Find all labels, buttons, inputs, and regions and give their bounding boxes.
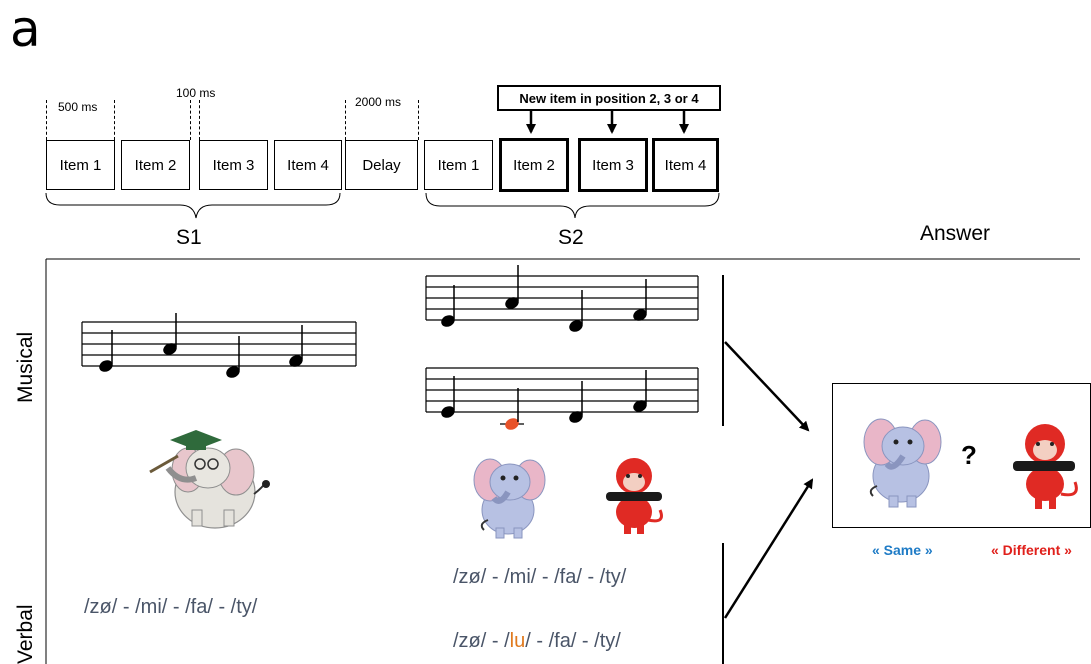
s2-label: S2 — [558, 226, 584, 249]
tick-line — [114, 100, 115, 140]
s1-music-staff — [81, 321, 357, 367]
professor-elephant-icon — [149, 430, 270, 529]
answer-elephant-icon — [863, 418, 942, 508]
s2-verbal-sequence-same: /zø/ - /mi/ - /fa/ - /ty/ — [453, 566, 627, 588]
answer-different-label: « Different » — [991, 542, 1072, 558]
answer-box: ? — [832, 383, 1091, 528]
arrow-musical-to-answer — [724, 341, 810, 432]
s2-music-staff-different — [425, 367, 699, 413]
s2-item-1: Item 1 — [424, 140, 493, 190]
s2-notes-same — [441, 265, 647, 332]
question-mark: ? — [961, 440, 977, 470]
phoneme-part: / - /fa/ - /ty/ — [525, 630, 621, 652]
s2-notes-different — [441, 370, 647, 430]
s2-verbal-sequence-different: /zø/ - /lu/ - /fa/ - /ty/ — [453, 630, 621, 653]
s1-brace — [45, 192, 341, 219]
timing-100ms: 100 ms — [176, 86, 216, 100]
s1-item-1: Item 1 — [46, 140, 115, 190]
different-monkey-icon — [606, 458, 663, 534]
answer-monkey-icon — [1013, 424, 1078, 509]
s2-brace — [425, 192, 720, 219]
tick-line — [199, 100, 200, 140]
delay-box: Delay — [345, 140, 418, 190]
answer-drawing — [863, 418, 1078, 509]
new-item-note: New item in position 2, 3 or 4 — [497, 85, 721, 111]
s1-label: S1 — [176, 226, 202, 249]
s1-item-2: Item 2 — [121, 140, 190, 190]
panel-letter: a — [10, 0, 41, 58]
s2-item-2: Item 2 — [499, 138, 569, 192]
phoneme-part: /zø/ - / — [453, 630, 510, 652]
arrow-verbal-to-answer — [723, 478, 814, 619]
s1-item-4: Item 4 — [274, 140, 342, 190]
tick-line — [418, 100, 419, 140]
answer-same-label: « Same » — [872, 542, 933, 558]
s2-music-staff-same — [425, 275, 699, 321]
s1-notes — [99, 313, 303, 378]
timing-500ms: 500 ms — [58, 100, 98, 114]
new-item-arrows — [526, 111, 689, 134]
answer-label: Answer — [920, 222, 991, 245]
s2-item-4: Item 4 — [652, 138, 719, 192]
s2-item-3: Item 3 — [578, 138, 648, 192]
tick-line — [190, 100, 191, 140]
same-elephant-icon — [473, 458, 546, 539]
timing-2000ms: 2000 ms — [355, 95, 402, 109]
changed-phoneme: lu — [509, 630, 526, 652]
tick-line — [46, 100, 47, 140]
s1-verbal-sequence: /zø/ - /mi/ - /fa/ - /ty/ — [84, 596, 258, 618]
tick-line — [345, 100, 346, 140]
s1-item-3: Item 3 — [199, 140, 268, 190]
